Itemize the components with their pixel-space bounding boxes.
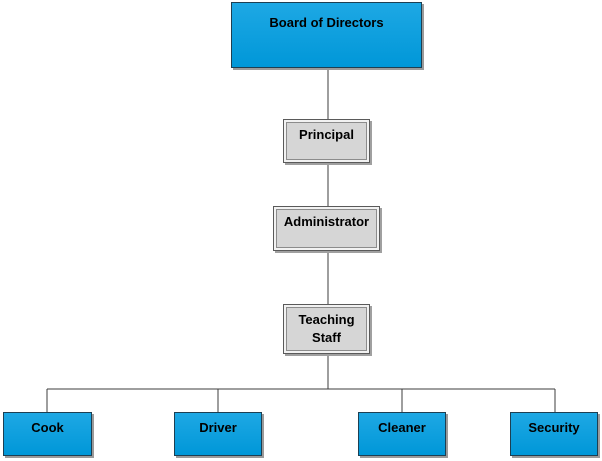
- administrator-node: Administrator: [273, 206, 380, 251]
- cook-label: Cook: [31, 420, 64, 435]
- security-label: Security: [528, 420, 580, 435]
- teaching-staff-node: Teaching Staff: [283, 304, 370, 354]
- security-node: Security: [510, 412, 598, 456]
- driver-node: Driver: [174, 412, 262, 456]
- teaching-staff-label: Teaching Staff: [298, 312, 355, 345]
- cook-node: Cook: [3, 412, 92, 456]
- board-of-directors-node: Board of Directors: [231, 2, 422, 68]
- administrator-label: Administrator: [283, 214, 370, 229]
- driver-label: Driver: [199, 420, 237, 435]
- board-of-directors-label: Board of Directors: [269, 15, 384, 30]
- principal-node: Principal: [283, 119, 370, 163]
- cleaner-node: Cleaner: [358, 412, 446, 456]
- cleaner-label: Cleaner: [378, 420, 426, 435]
- principal-label: Principal: [299, 127, 354, 142]
